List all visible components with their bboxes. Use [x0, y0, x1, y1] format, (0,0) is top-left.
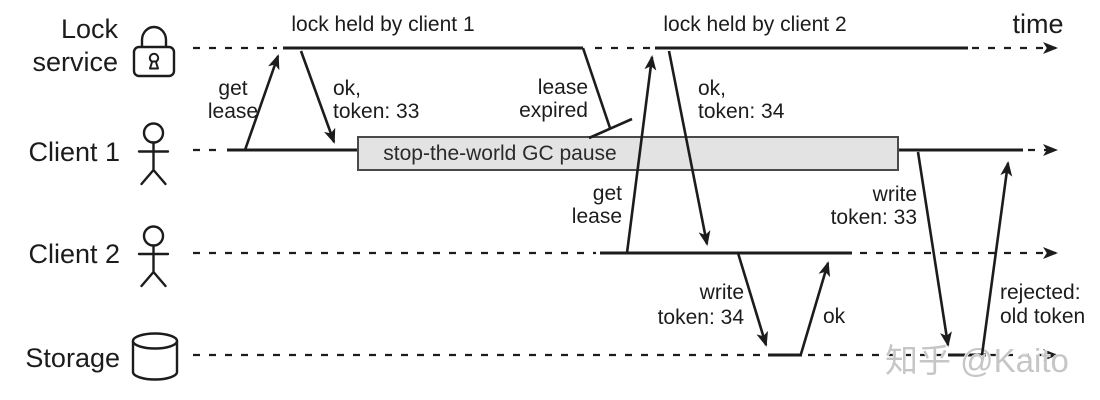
get-lease1-label-2: lease: [208, 100, 258, 123]
arrow-ok-token-33: [299, 50, 336, 144]
ok-token-34-label-1: ok,: [698, 77, 726, 100]
actor-lock-service-label-2: service: [32, 47, 118, 77]
lease-expired-cross-mark: [588, 117, 633, 140]
arrow-write-token-34: [736, 252, 768, 347]
lease-expired-line: [581, 47, 612, 129]
write-token-34-label-2: token: 34: [658, 306, 745, 329]
lock-held-by-client2-label: lock held by client 2: [663, 13, 846, 36]
storage-ok-label: ok: [823, 305, 846, 328]
write-token-33-label-1: write: [872, 183, 917, 206]
actor-storage-label: Storage: [25, 343, 120, 373]
time-axis-label: time: [1012, 9, 1063, 39]
gc-pause-box: [357, 136, 899, 171]
arrow-rejected-old-token: [980, 161, 1013, 356]
get-lease2-label-1: get: [593, 182, 622, 205]
message-arrows: [243, 47, 1013, 356]
gc-pause-label: stop-the-world GC pause: [383, 142, 616, 165]
ok-token-33-label-1: ok,: [333, 77, 361, 100]
get-lease1-label-1: get: [218, 77, 247, 100]
lock-held-by-client1-label: lock held by client 1: [291, 13, 474, 36]
actor-client1-label: Client 1: [28, 137, 120, 167]
lease-expired-label-2: expired: [519, 99, 588, 122]
lease-expired-label-1: lease: [538, 76, 588, 99]
watermark: 知乎 @Kaito: [885, 342, 1069, 379]
arrow-storage-ok: [799, 261, 831, 355]
arrow-ok-token-34: [667, 50, 711, 246]
actor-client2-label: Client 2: [28, 239, 120, 269]
rejected-label-1: rejected:: [1000, 281, 1081, 304]
ok-token-34-label-2: token: 34: [698, 100, 785, 123]
person-icon: [137, 225, 170, 288]
database-cylinder-icon: [131, 332, 179, 381]
arrow-write-token-33: [916, 151, 952, 347]
arrow-get-lease-client2: [625, 55, 657, 254]
ok-token-33-label-2: token: 33: [333, 100, 419, 123]
actor-lock-service-label-1: Lock: [61, 14, 119, 44]
actor-labels: Lock service Client 1 Client 2 Storage: [25, 14, 120, 373]
annotations: lock held by client 1 lock held by clien…: [208, 9, 1085, 329]
get-lease2-label-2: lease: [572, 205, 622, 228]
padlock-icon: [132, 25, 176, 78]
rejected-label-2: old token: [1000, 305, 1085, 328]
write-token-34-label-1: write: [699, 281, 744, 304]
person-icon: [137, 122, 170, 186]
arrow-get-lease-client1: [243, 54, 280, 151]
write-token-33-label-2: token: 33: [831, 206, 917, 229]
